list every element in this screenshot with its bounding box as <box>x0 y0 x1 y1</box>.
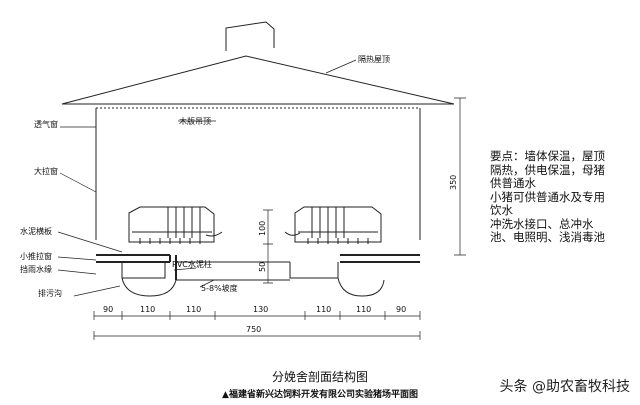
label-pvc-column: PVC水泥柱 <box>172 259 212 269</box>
dim-height-upper: 100 <box>258 221 267 236</box>
dim-height-lower: 50 <box>258 262 267 272</box>
label-big-window: 大拉窗 <box>34 166 58 176</box>
note-2: 小猪可供普通水及专用饮水 <box>490 189 605 217</box>
note-1: 要点：墙体保温，屋顶隔热，供电保温，母猪供普通水 <box>490 149 605 190</box>
dim-bottom-7: 90 <box>396 305 406 314</box>
roof-vent <box>225 21 275 51</box>
note-3: 冲洗水接口、总冲水池、电照明、浅消毒池 <box>490 216 605 244</box>
label-slope: 5-8%坡度 <box>201 283 238 293</box>
floor-structure <box>96 254 420 297</box>
watermark: 头条 @助农畜牧科技 <box>499 379 630 395</box>
left-pen <box>128 206 223 244</box>
label-roof-insulation: 隔热屋顶 <box>358 54 390 64</box>
dim-bottom-6: 110 <box>356 305 371 314</box>
label-small-window: 小推拉窗 <box>20 251 52 261</box>
label-wood-ceiling: 木版吊顶 <box>179 116 211 126</box>
label-drip-line: 挡雨水缘 <box>20 264 52 274</box>
leader-lines <box>57 59 357 297</box>
dim-bottom-3: 110 <box>186 305 201 314</box>
dim-bottom-1: 90 <box>103 305 113 314</box>
label-cement-slab: 水泥横板 <box>20 226 52 236</box>
dim-total: 750 <box>246 325 261 334</box>
dim-bottom-4: 130 <box>253 305 268 314</box>
diagram-title: 分娩舍剖面结构图 <box>271 370 368 384</box>
roof <box>61 55 455 105</box>
key-points-notes: 要点：墙体保温，屋顶隔热，供电保温，母猪供普通水 小猪可供普通水及专用饮水 冲洗… <box>490 149 610 245</box>
diagram-subtitle: ▲福建省新兴达饲料开发有限公司实验猪场平面图 <box>222 390 418 400</box>
horizontal-dimension-lines <box>93 311 421 340</box>
label-vent-window: 透气窗 <box>34 119 58 129</box>
label-sewage-ditch: 排污沟 <box>38 288 62 298</box>
dim-height-total: 350 <box>449 175 458 190</box>
dim-bottom-2: 110 <box>140 305 155 314</box>
vertical-dimension-lines <box>263 97 466 284</box>
dim-bottom-5: 110 <box>316 305 331 314</box>
right-pen <box>284 206 382 244</box>
